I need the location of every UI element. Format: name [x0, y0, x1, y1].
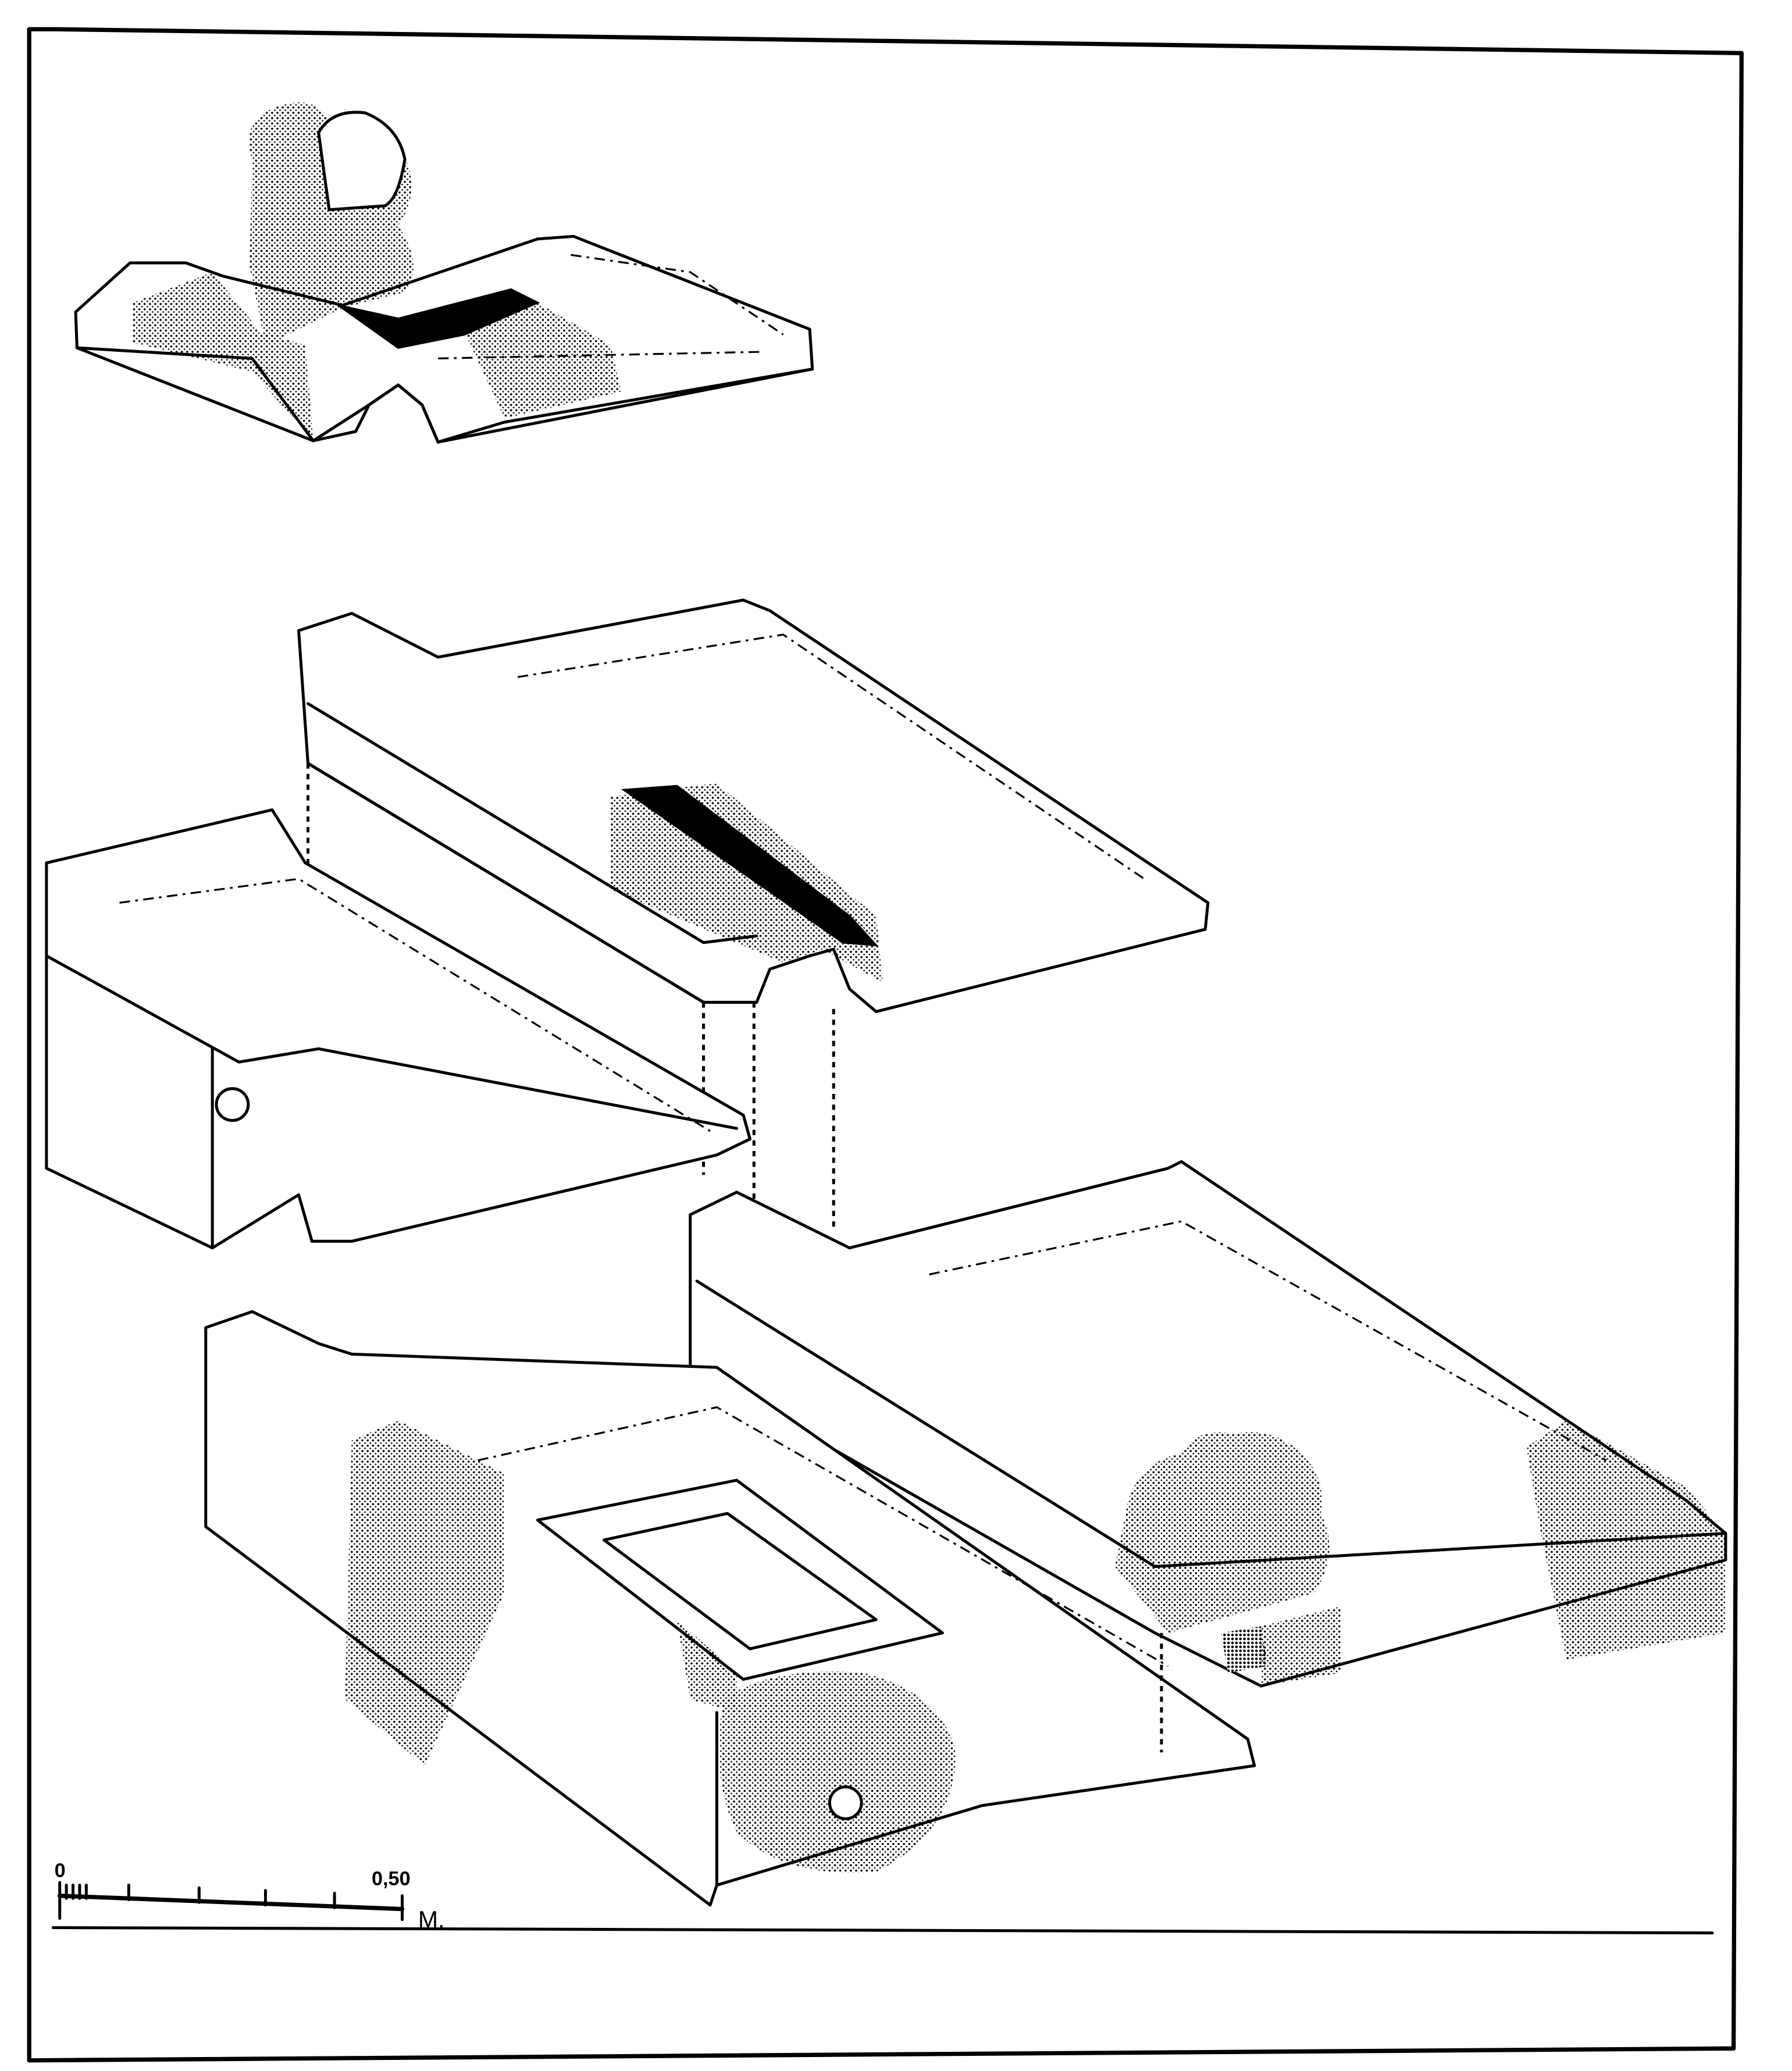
- scale-bar: 0 0,50 M.: [55, 1860, 445, 1933]
- scale-unit-label: M.: [418, 1906, 445, 1933]
- left-gutter-block: [45, 808, 751, 1250]
- lower-left-block-with-coffer: [204, 1310, 1256, 1907]
- drain-hole-icon: [215, 1087, 250, 1122]
- scale-start-label: 0: [55, 1860, 66, 1882]
- upper-gutter-block: [297, 598, 1210, 1255]
- drain-hole-icon: [828, 1785, 863, 1820]
- lower-right-block: [689, 1160, 1727, 1688]
- drawing-frame: [27, 27, 1744, 2063]
- scale-end-label: 0,50: [372, 1867, 411, 1890]
- top-fragment-block: [74, 102, 814, 444]
